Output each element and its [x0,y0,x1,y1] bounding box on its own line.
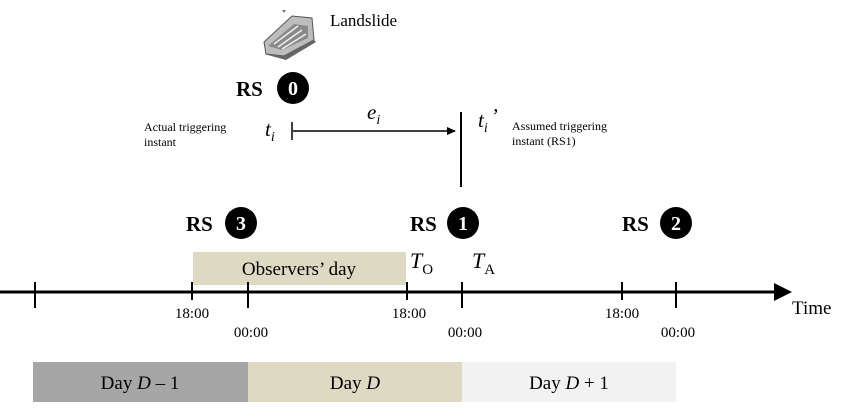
ti-label: ti [265,117,275,145]
tick-label-1800-c: 18:00 [605,306,639,322]
day-curr-band [248,362,462,402]
ei-label: ei [367,100,380,128]
observers-day-box [193,252,406,285]
actual-triggering-line1: Actual triggering [144,120,226,134]
landslide-label: Landslide [330,11,397,30]
rs1-badge [447,207,479,239]
day-curr-label: Day D [330,373,380,394]
rs2-label: RS [622,212,649,236]
tick-label-0000-c: 00:00 [661,325,695,341]
rs3-number: 3 [236,213,246,235]
rs3-label: RS [186,212,213,236]
assumed-triggering-line2: instant (RS1) [512,134,576,148]
rs0-number: 0 [288,78,298,100]
rs2-badge [660,207,692,239]
tick-label-1800-a: 18:00 [175,306,209,322]
rs3-badge [225,207,257,239]
day-next-label: Day D + 1 [529,373,609,394]
observers-day-label: Observers’ day [242,259,357,280]
tick-label-0000-a: 00:00 [234,325,268,341]
tick-label-1800-b: 18:00 [392,306,426,322]
time-axis-arrowhead [774,283,792,301]
actual-triggering-line2: instant [144,135,177,149]
rs2-number: 2 [671,213,681,235]
day-next-band [462,362,676,402]
day-prev-band [33,362,248,402]
rs0-label: RS [236,77,263,101]
ta-label: TA [472,248,495,278]
rs1-number: 1 [458,213,468,235]
rs1-label: RS [410,212,437,236]
tick-label-0000-b: 00:00 [448,325,482,341]
to-label: TO [410,248,433,278]
rs0-badge [277,72,309,104]
day-prev-label: Day D – 1 [101,373,180,394]
time-label: Time [792,298,831,319]
ti-prime-label: ti’ [478,104,498,136]
landslide-icon [263,10,316,60]
assumed-triggering-line1: Assumed triggering [512,119,607,133]
